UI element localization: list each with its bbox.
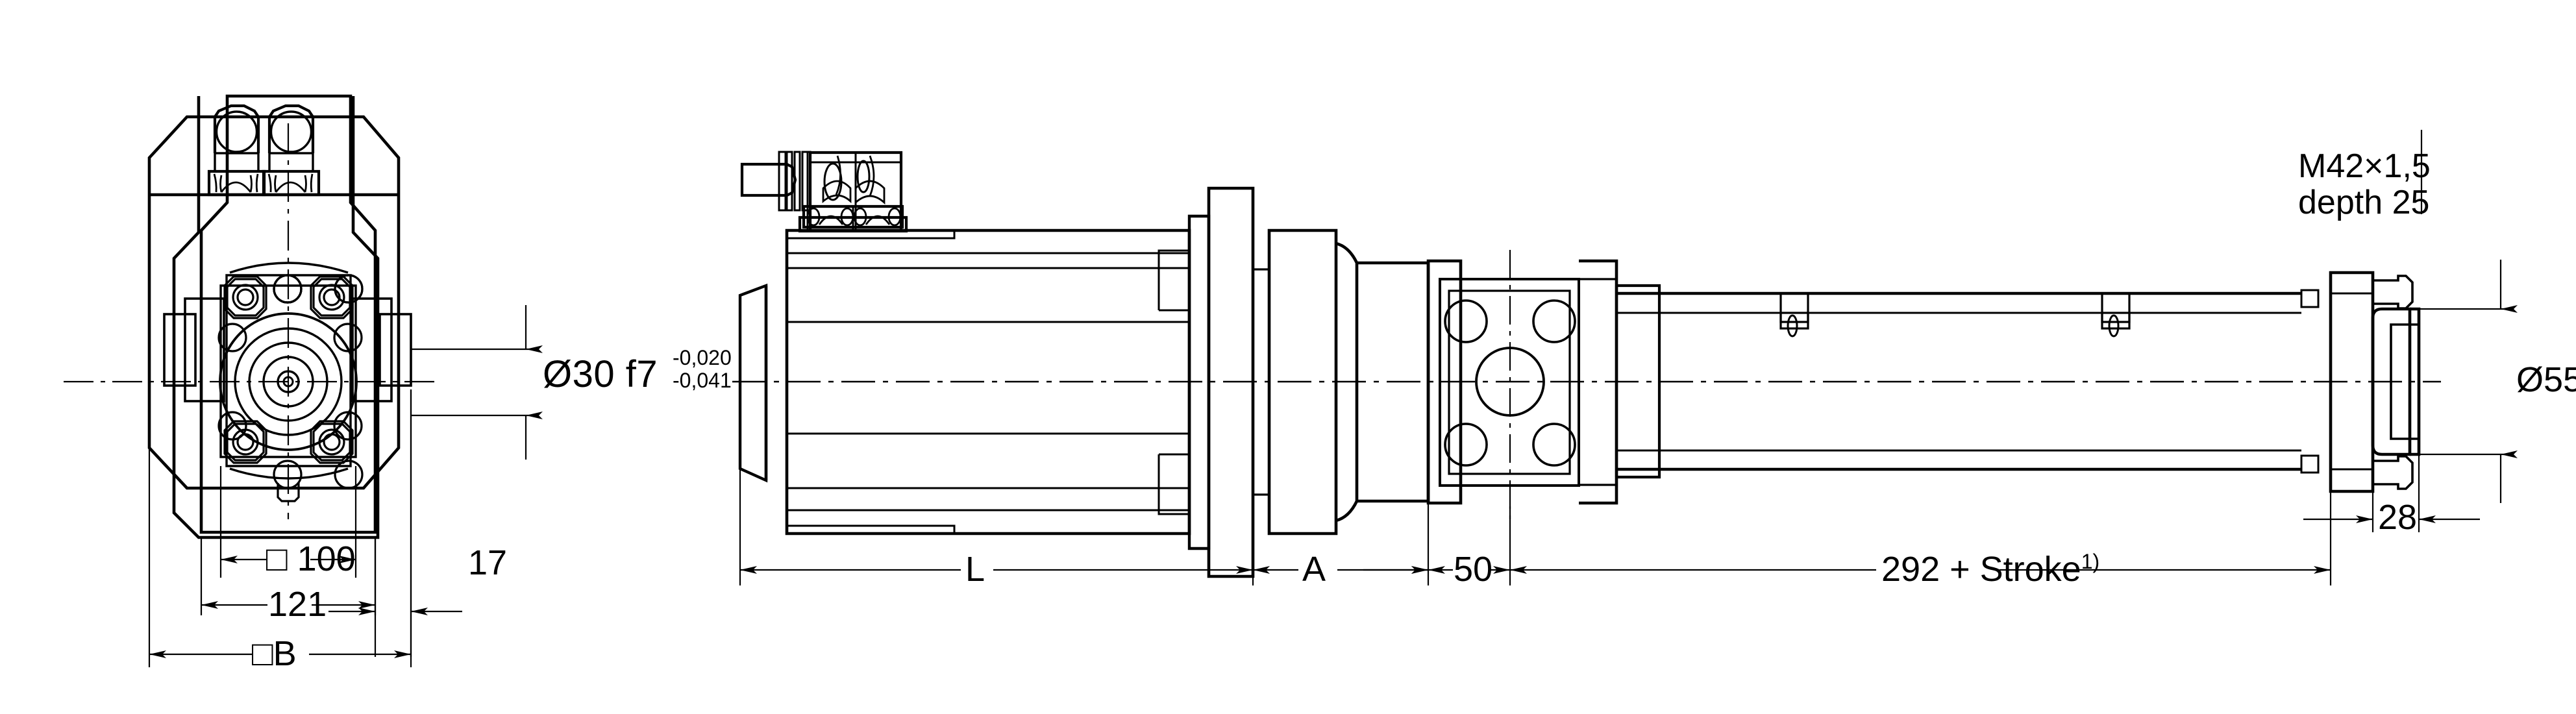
dim-length-l: L: [965, 550, 985, 589]
dim-rod-diameter: Ø55: [2516, 360, 2576, 399]
note-thread-line1: M42×1,5: [2298, 147, 2431, 185]
dim-square-100: □ 100: [266, 539, 356, 578]
dim-length-50: 50: [1454, 550, 1493, 589]
front-view-dimensions: [148, 305, 543, 667]
tube-sensor-lug-2: [2101, 292, 2131, 338]
front-connector-right: [262, 104, 321, 197]
tube-sensor-lug-1: [1779, 292, 1809, 338]
dim-width-121: 121: [268, 585, 327, 624]
note-thread-spec: M42×1,5 depth 25: [2298, 148, 2431, 221]
dim-stroke: 292 + Stroke1): [1881, 550, 2100, 589]
stroke-footnote-marker: 1): [2081, 550, 2100, 573]
dim-square-b: □B: [252, 634, 297, 673]
side-connector-assembly: [740, 151, 908, 233]
dim-shaft-diameter: Ø30 f7: [543, 353, 658, 395]
tolerance-lower: -0,041: [673, 368, 732, 392]
dim-length-a: A: [1302, 550, 1326, 589]
front-connector-left: [207, 104, 266, 197]
dim-end-28: 28: [2378, 498, 2418, 537]
tolerance-upper: -0,020: [673, 346, 732, 369]
dim-depth-17: 17: [468, 543, 508, 582]
note-thread-line2: depth 25: [2298, 184, 2430, 222]
side-view-geometry: [732, 151, 2441, 578]
side-view-dimensions: [739, 130, 2518, 585]
front-view-geometry: [64, 94, 441, 539]
dim-shaft-tolerance: -0,020 -0,041: [673, 347, 732, 391]
side-square-flange: [1426, 250, 1618, 519]
